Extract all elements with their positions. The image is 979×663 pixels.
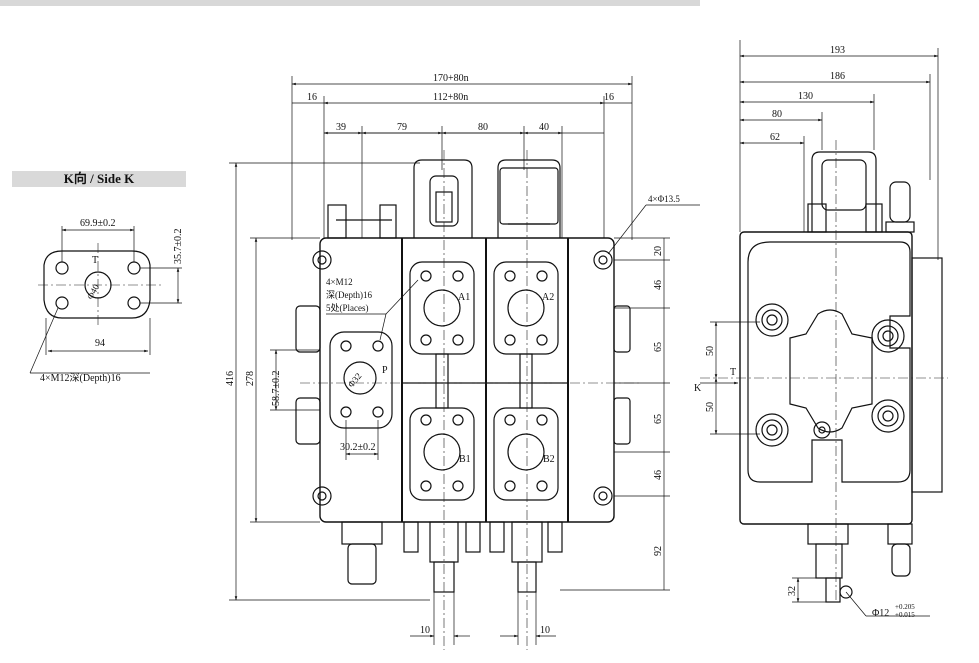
port-b2: B2 (493, 407, 559, 501)
side-dim-50a: 50 (705, 346, 716, 356)
k-t-label: T (92, 255, 98, 266)
pin-label: Φ12 (872, 608, 889, 619)
front-seg-79: 79 (397, 122, 407, 133)
thread-note-2: 深(Depth)16 (326, 290, 372, 300)
side-dim-50b: 50 (705, 402, 716, 412)
side-dim-62: 62 (770, 132, 780, 143)
side-t-label: T (730, 367, 736, 378)
right-dim-20: 20 (653, 246, 664, 256)
front-height-416: 416 (225, 371, 236, 386)
front-top-inner: 112+80n (433, 92, 468, 103)
port-b1-label: B1 (459, 454, 471, 465)
side-dim-186: 186 (830, 71, 845, 82)
k-height-label: 35.7±0.2 (173, 229, 184, 265)
thread-note-3: 5处(Places) (326, 302, 369, 313)
side-dim-193: 193 (830, 45, 845, 56)
right-dim-46b: 46 (653, 470, 664, 480)
front-height-278: 278 (245, 371, 256, 386)
port-a2-label: A2 (542, 292, 554, 303)
top-scan-band (0, 0, 700, 6)
front-seg-40: 40 (539, 122, 549, 133)
side-dim-32: 32 (787, 586, 798, 596)
bottom-dim-10b: 10 (540, 625, 550, 636)
side-k-label: K (694, 383, 702, 394)
right-dim-65a: 65 (653, 342, 664, 352)
port-a1-label: A1 (458, 292, 470, 303)
pin-tol-lower: +0.015 (895, 611, 915, 619)
thread-note-1: 4×M12 (326, 277, 353, 287)
k-width-label: 69.9±0.2 (80, 218, 116, 229)
right-dim-46a: 46 (653, 280, 664, 290)
k-thread-note: 4×M12深(Depth)16 (40, 372, 121, 384)
k-view-title: K向 / Side K (63, 171, 135, 186)
front-dim-30-2: 30.2±0.2 (340, 442, 376, 453)
front-top-16-left: 16 (307, 92, 317, 103)
front-top-overall: 170+80n (433, 73, 469, 84)
pin-tol-upper: +0.205 (895, 603, 915, 611)
hole-note: 4×Φ13.5 (648, 194, 680, 204)
port-b2-label: B2 (543, 454, 555, 465)
front-seg-80: 80 (478, 122, 488, 133)
front-seg-39: 39 (336, 122, 346, 133)
side-dim-80: 80 (772, 109, 782, 120)
right-dim-92: 92 (653, 546, 664, 556)
front-dim-58-7: 58.7±0.2 (271, 371, 282, 407)
front-view: 170+80n 112+80n 16 16 39 79 80 40 (225, 73, 700, 650)
k-view-title-banner: K向 / Side K (12, 171, 186, 187)
side-dim-130: 130 (798, 91, 813, 102)
port-p-label: P (382, 365, 388, 376)
bottom-dim-10a: 10 (420, 625, 430, 636)
k-view-flange: 69.9±0.2 35.7±0.2 94 T Φ40 4×M12深(Depth)… (29, 218, 184, 384)
k-bottom-label: 94 (95, 338, 105, 349)
side-view: 193 186 130 80 62 (694, 40, 948, 619)
right-dim-65b: 65 (653, 414, 664, 424)
front-top-16-right: 16 (604, 92, 614, 103)
